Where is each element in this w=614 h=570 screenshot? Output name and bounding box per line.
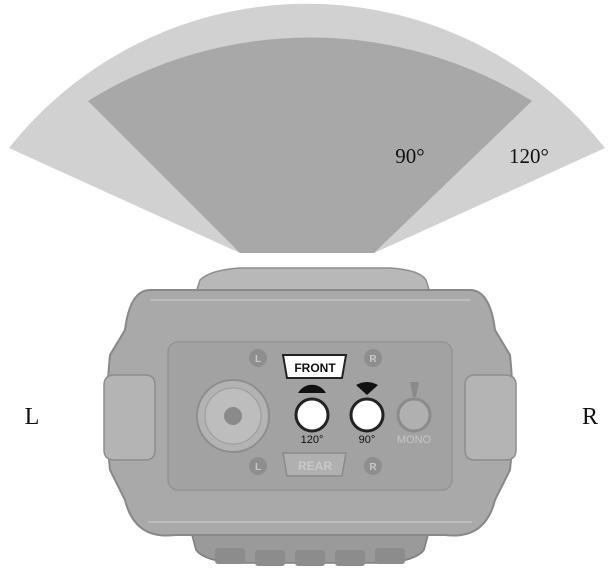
svg-text:R: R: [369, 462, 377, 473]
recorder-device: L R L R FRONT REAR 120° 90°: [103, 267, 517, 566]
side-label-left: L: [25, 404, 40, 430]
button-90-label: 90°: [359, 434, 376, 446]
angle-label-120: 120°: [509, 144, 549, 168]
right-grip: [464, 374, 517, 461]
front-label-badge: FRONT: [281, 354, 348, 379]
pickup-pattern: [9, 3, 605, 254]
button-90[interactable]: [349, 397, 385, 433]
pattern-90-icon: [356, 382, 378, 395]
indicator-rear-left: L: [249, 457, 267, 475]
rear-label-badge: REAR: [282, 452, 347, 477]
button-mono-label: MONO: [397, 434, 432, 446]
knob-center-dot: [224, 407, 242, 425]
angle-label-90: 90°: [395, 144, 424, 168]
svg-text:REAR: REAR: [298, 459, 332, 473]
svg-text:R: R: [369, 354, 377, 365]
button-mono[interactable]: [396, 397, 432, 433]
indicator-front-right: R: [364, 349, 382, 367]
svg-text:FRONT: FRONT: [294, 361, 336, 375]
svg-text:L: L: [255, 462, 261, 473]
pattern-90-sector: [88, 37, 532, 254]
indicator-front-left: L: [249, 349, 267, 367]
pattern-120-icon: [298, 384, 326, 393]
side-label-right: R: [582, 404, 598, 430]
device-feet: [215, 548, 405, 566]
button-120[interactable]: [294, 397, 330, 433]
left-grip: [103, 374, 156, 461]
button-120-label: 120°: [301, 434, 324, 446]
indicator-rear-right: R: [364, 457, 382, 475]
mono-pattern-icon: [410, 382, 419, 397]
svg-text:L: L: [255, 354, 261, 365]
